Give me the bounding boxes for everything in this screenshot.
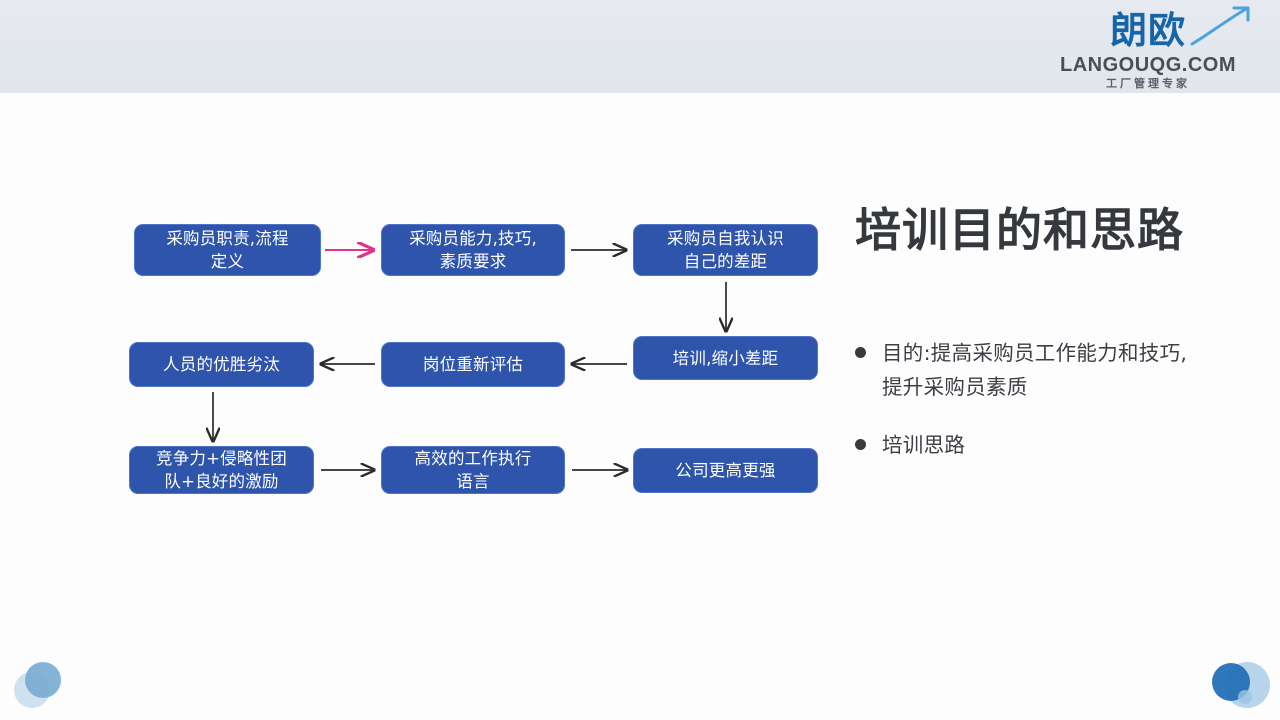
flow-node-selfaware[interactable]: 采购员自我认识自己的差距	[633, 224, 818, 276]
flow-node-language-label: 高效的工作执行语言	[414, 449, 532, 491]
decor-circle-bottom-right-small	[1238, 690, 1252, 704]
bullet-item: 目的:提高采购员工作能力和技巧,提升采购员素质	[855, 336, 1255, 404]
right-content-column: 培训目的和思路 目的:提高采购员工作能力和技巧,提升采购员素质 培训思路	[855, 200, 1255, 486]
flow-node-ability-label: 采购员能力,技巧,素质要求	[409, 229, 537, 271]
logo-wordmark-cn: 朗欧	[1110, 9, 1186, 52]
flow-node-reassess[interactable]: 岗位重新评估	[381, 342, 565, 387]
flow-node-survival[interactable]: 人员的优胜劣汰	[129, 342, 314, 387]
bullet-dot-icon	[855, 347, 866, 358]
bullet-list: 目的:提高采购员工作能力和技巧,提升采购员素质 培训思路	[855, 336, 1255, 462]
flow-node-training[interactable]: 培训,缩小差距	[633, 336, 818, 380]
header-band	[0, 0, 1280, 93]
flow-node-language[interactable]: 高效的工作执行语言	[381, 446, 565, 494]
flow-node-team[interactable]: 竞争力+侵略性团队+良好的激励	[129, 446, 314, 494]
logo-tagline-text: 工厂管理专家	[1106, 77, 1190, 90]
page-title: 培训目的和思路	[855, 203, 1184, 257]
flow-node-duty-label: 采购员职责,流程定义	[166, 229, 289, 271]
bullet-item-label: 目的:提高采购员工作能力和技巧,提升采购员素质	[882, 341, 1188, 399]
bullet-item: 培训思路	[855, 428, 1255, 462]
bullet-dot-icon	[855, 439, 866, 450]
logo-domain-text: LANGOUQG.COM	[1060, 54, 1236, 76]
flow-node-survival-label: 人员的优胜劣汰	[163, 355, 280, 374]
flow-node-selfaware-label: 采购员自我认识自己的差距	[667, 229, 784, 271]
flow-node-ability[interactable]: 采购员能力,技巧,素质要求	[381, 224, 565, 276]
flow-node-training-label: 培训,缩小差距	[672, 348, 779, 368]
flow-node-reassess-label: 岗位重新评估	[422, 355, 524, 374]
decor-circle-bottom-right-light	[1224, 662, 1270, 708]
flow-node-team-label: 竞争力+侵略性团队+良好的激励	[156, 449, 287, 491]
decor-circle-bottom-right-dark	[1212, 663, 1250, 701]
flowchart: 采购员职责,流程定义 采购员能力,技巧,素质要求 采购员自我认识自己的差距 人员…	[129, 224, 818, 494]
flow-node-duty[interactable]: 采购员职责,流程定义	[134, 224, 321, 276]
flow-node-stronger[interactable]: 公司更高更强	[633, 448, 818, 493]
bullet-item-label: 培训思路	[882, 433, 966, 457]
flow-node-stronger-label: 公司更高更强	[675, 461, 776, 480]
company-logo: 朗欧 LANGOUQG.COM 工厂管理专家	[1038, 6, 1258, 94]
